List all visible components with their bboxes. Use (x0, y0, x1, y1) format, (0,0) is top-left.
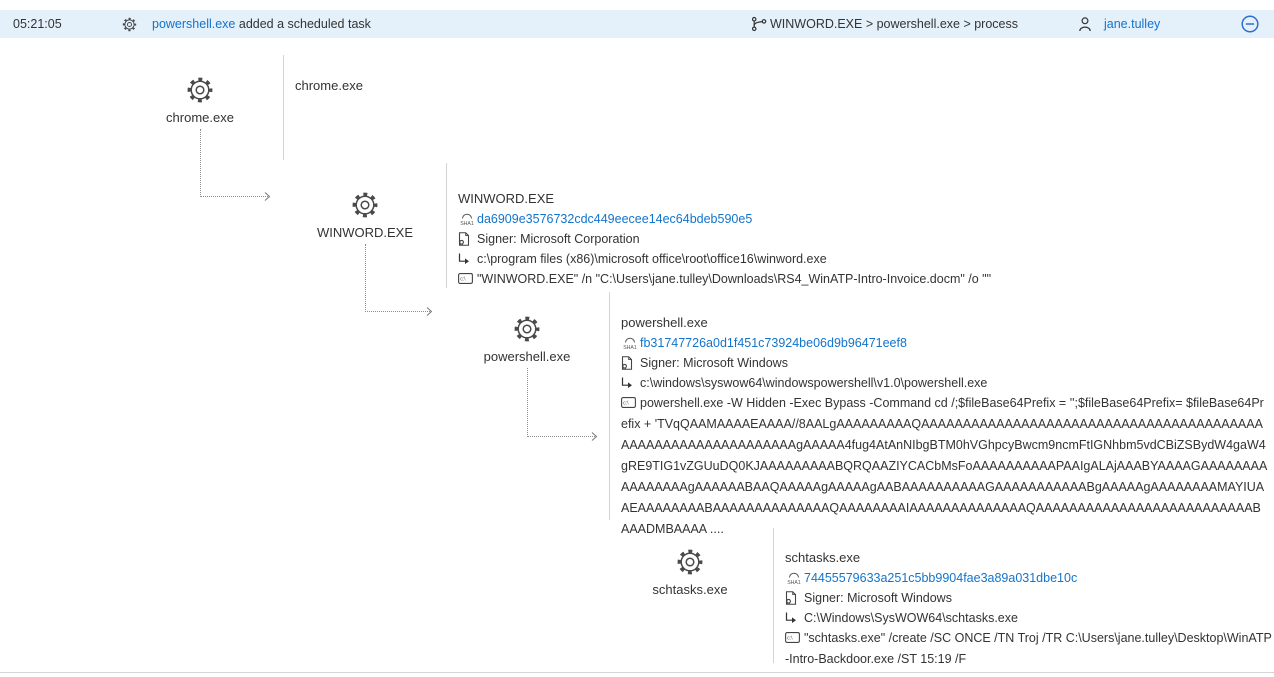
signer-text: Signer: Microsoft Corporation (477, 232, 640, 246)
command-text: powershell.exe -W Hidden -Exec Bypass -C… (621, 396, 1268, 536)
process-node-label: powershell.exe (483, 349, 571, 364)
sha1-row: SHA1 fb31747726a0d1f451c73924be06d9b9647… (621, 333, 1268, 353)
bottom-divider (0, 672, 1274, 673)
command-line-row: c:\ powershell.exe -W Hidden -Exec Bypas… (621, 393, 1268, 540)
process-node-label: WINWORD.EXE (316, 225, 414, 240)
detail-panel-winword: WINWORD.EXE SHA1 da6909e3576732cdc449eec… (446, 163, 1191, 288)
svg-text:c:\: c:\ (460, 277, 466, 283)
sha1-row: SHA1 74455579633a251c5bb9904fae3a89a031d… (785, 568, 1274, 588)
path-text: c:\windows\syswow64\windowspowershell\v1… (640, 376, 988, 390)
process-title: chrome.exe (295, 78, 363, 93)
person-icon (1077, 16, 1093, 32)
command-text: "WINWORD.EXE" /n "C:\Users\jane.tulley\D… (477, 272, 992, 286)
svg-text:SHA1: SHA1 (787, 580, 801, 585)
alert-time: 05:21:05 (13, 17, 62, 31)
sha1-hash-link[interactable]: fb31747726a0d1f451c73924be06d9b96471eef8 (640, 336, 907, 350)
tree-connector (200, 129, 268, 197)
process-node-winword: WINWORD.EXE (300, 191, 430, 240)
path-row: c:\program files (x86)\microsoft office\… (458, 249, 1191, 269)
command-line-icon: c:\ (785, 632, 804, 643)
signer-certificate-icon (621, 356, 640, 370)
signer-text: Signer: Microsoft Windows (640, 356, 788, 370)
arrow-head-icon (426, 306, 433, 317)
command-text: "schtasks.exe" /create /SC ONCE /TN Troj… (785, 631, 1272, 666)
command-line-icon: c:\ (621, 397, 640, 408)
signer-certificate-icon (785, 591, 804, 605)
svg-text:c:\: c:\ (787, 636, 793, 642)
command-line-row: c:\ "WINWORD.EXE" /n "C:\Users\jane.tull… (458, 269, 1191, 290)
sha1-icon: SHA1 (785, 571, 804, 585)
svg-text:c:\: c:\ (623, 401, 629, 407)
file-path-icon (458, 253, 477, 265)
signer-row: Signer: Microsoft Windows (621, 353, 1268, 373)
file-path-icon (621, 377, 640, 389)
sha1-row: SHA1 da6909e3576732cdc449eecee14ec64bdeb… (458, 209, 1191, 229)
tree-connector (527, 368, 595, 437)
gear-icon (122, 17, 137, 32)
process-node-schtasks: schtasks.exe (625, 548, 755, 597)
process-gear-icon[interactable] (186, 76, 214, 104)
alert-description: added a scheduled task (235, 17, 371, 31)
sha1-hash-link[interactable]: 74455579633a251c5bb9904fae3a89a031dbe10c (804, 571, 1078, 585)
command-line-row: c:\ "schtasks.exe" /create /SC ONCE /TN … (785, 628, 1274, 670)
signer-row: Signer: Microsoft Windows (785, 588, 1274, 608)
sha1-icon: SHA1 (621, 336, 640, 350)
path-row: C:\Windows\SysWOW64\schtasks.exe (785, 608, 1274, 628)
process-title: schtasks.exe (785, 550, 861, 565)
alert-title: powershell.exe added a scheduled task (152, 10, 371, 38)
collapse-minus-icon[interactable] (1240, 14, 1260, 34)
arrow-head-icon (264, 191, 271, 202)
process-node-chrome: chrome.exe (135, 76, 265, 125)
svg-text:SHA1: SHA1 (460, 221, 474, 226)
detail-panel-chrome: chrome.exe (283, 55, 593, 160)
process-gear-icon[interactable] (676, 548, 704, 576)
detail-panel-powershell: powershell.exe SHA1 fb31747726a0d1f451c7… (609, 292, 1268, 536)
file-path-icon (785, 612, 804, 624)
tree-connector (365, 244, 430, 312)
signer-text: Signer: Microsoft Windows (804, 591, 952, 605)
path-text: c:\program files (x86)\microsoft office\… (477, 252, 827, 266)
command-line-icon: c:\ (458, 273, 477, 284)
path-row: c:\windows\syswow64\windowspowershell\v1… (621, 373, 1268, 393)
signer-certificate-icon (458, 232, 477, 246)
arrow-head-icon (591, 431, 598, 442)
sha1-icon: SHA1 (458, 212, 477, 226)
alert-topbar: 05:21:05 powershell.exe added a schedule… (0, 10, 1274, 38)
sha1-hash-link[interactable]: da6909e3576732cdc449eecee14ec64bdeb590e5 (477, 212, 753, 226)
process-title: WINWORD.EXE (458, 191, 555, 206)
svg-text:SHA1: SHA1 (623, 345, 637, 350)
process-breadcrumb: WINWORD.EXE > powershell.exe > process (770, 17, 1018, 31)
detail-panel-schtasks: schtasks.exe SHA1 74455579633a251c5bb990… (773, 528, 1274, 666)
user-link[interactable]: jane.tulley (1104, 17, 1161, 31)
process-title: powershell.exe (621, 315, 708, 330)
process-node-label: chrome.exe (166, 110, 234, 125)
alert-process-link[interactable]: powershell.exe (152, 17, 236, 31)
path-text: C:\Windows\SysWOW64\schtasks.exe (804, 611, 1018, 625)
process-gear-icon[interactable] (351, 191, 379, 219)
process-node-powershell: powershell.exe (462, 315, 592, 364)
signer-row: Signer: Microsoft Corporation (458, 229, 1191, 249)
process-gear-icon[interactable] (513, 315, 541, 343)
process-tree-icon (751, 16, 768, 32)
process-node-label: schtasks.exe (652, 582, 728, 597)
